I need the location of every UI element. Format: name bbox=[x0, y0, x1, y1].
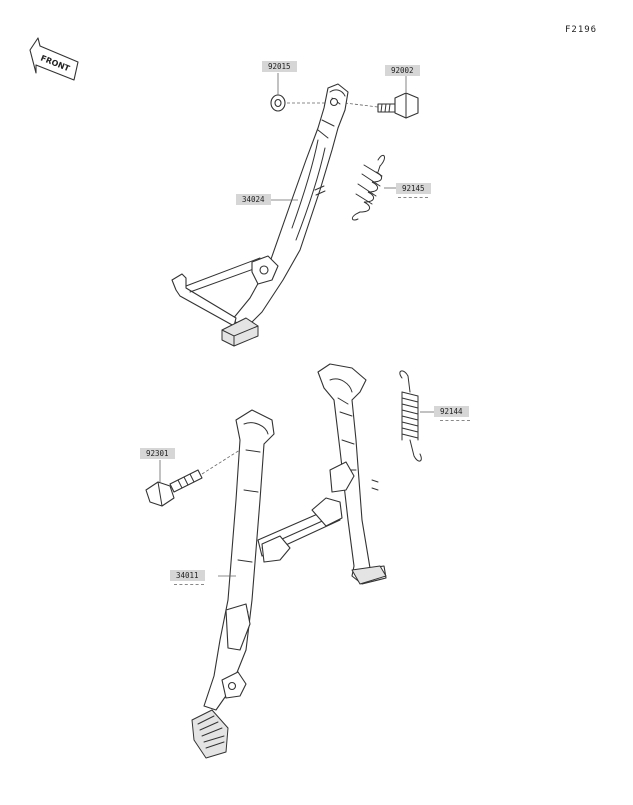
part-label-34024[interactable]: 34024 bbox=[236, 194, 271, 205]
bolt-92002-icon bbox=[377, 92, 419, 119]
side-stand-drawing bbox=[171, 73, 419, 347]
spring-92145-icon bbox=[351, 154, 385, 221]
part-label-92015[interactable]: 92015 bbox=[262, 61, 297, 72]
spring-92144-icon bbox=[399, 370, 422, 462]
part-label-92002[interactable]: 92002 bbox=[385, 65, 420, 76]
part-label-34011[interactable]: 34011 bbox=[170, 570, 205, 581]
center-stand-drawing bbox=[145, 363, 434, 759]
front-arrow-icon: FRONT bbox=[29, 37, 79, 81]
part-label-92144[interactable]: 92144 bbox=[434, 406, 469, 417]
part-label-92301[interactable]: 92301 bbox=[140, 448, 175, 459]
figure-code: F2196 bbox=[565, 25, 598, 35]
part-label-underline bbox=[440, 420, 470, 422]
part-label-underline bbox=[398, 197, 428, 199]
part-label-underline bbox=[174, 584, 204, 586]
bolt-92301-icon bbox=[145, 469, 203, 507]
part-label-92145[interactable]: 92145 bbox=[396, 183, 431, 194]
washer-92015-icon bbox=[270, 94, 286, 112]
